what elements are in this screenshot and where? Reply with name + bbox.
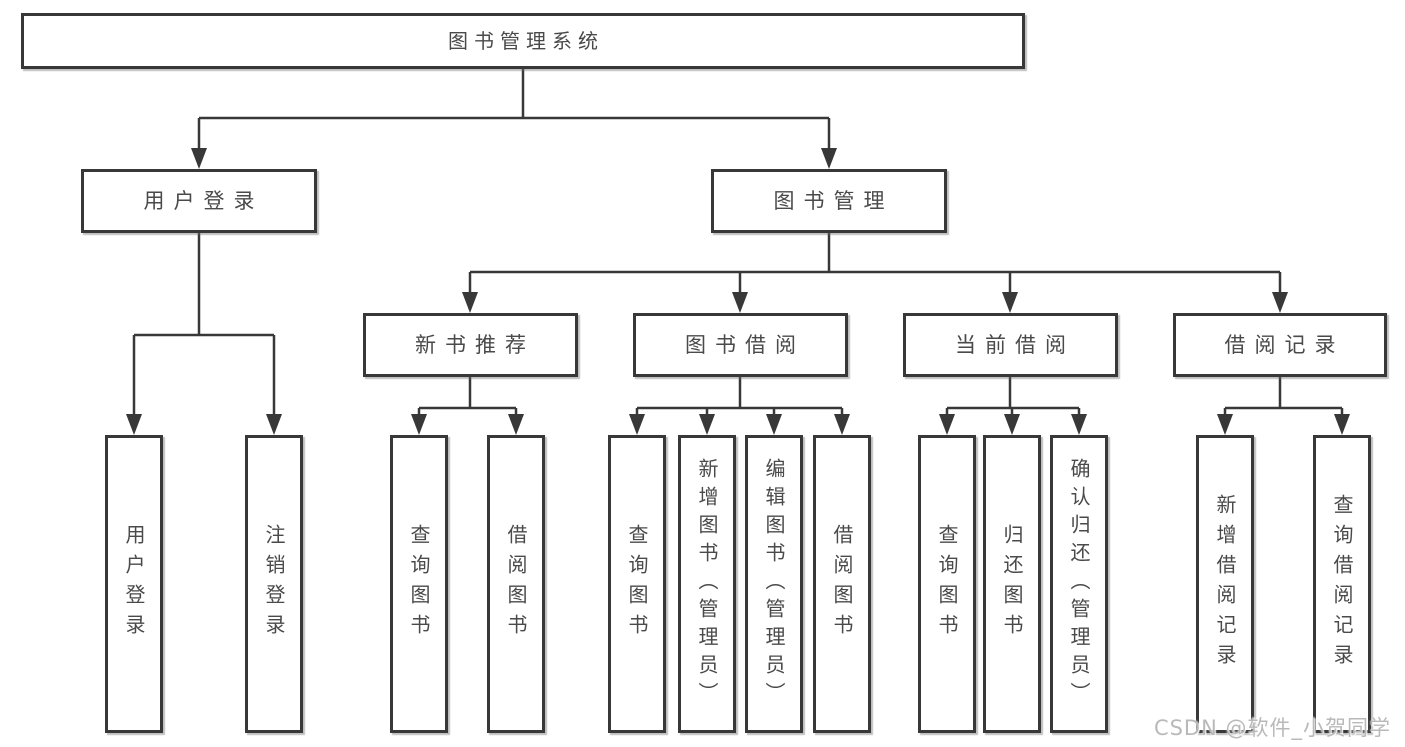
leaf-add-book-admin: 新增图书（管理员） — [678, 435, 736, 733]
leaf-logout-label: 注销登录 — [262, 524, 286, 644]
leaf-search-book-current-label: 查询图书 — [935, 524, 959, 644]
leaf-return-book: 归还图书 — [983, 435, 1041, 733]
leaf-borrow-book-recommend: 借阅图书 — [487, 435, 545, 733]
leaf-search-book-borrow-label: 查询图书 — [625, 524, 649, 644]
node-book-management: 图书管理 — [711, 169, 947, 233]
leaf-search-borrow-record: 查询借阅记录 — [1313, 435, 1371, 733]
csdn-watermark: CSDN @软件_小贺同学 — [1153, 716, 1391, 740]
leaf-user-login: 用户登录 — [105, 435, 163, 733]
leaf-confirm-return-admin-label: 确认归还（管理员） — [1067, 458, 1091, 710]
leaf-search-book-borrow: 查询图书 — [608, 435, 666, 733]
node-user-login: 用户登录 — [81, 169, 317, 233]
node-current-borrow-label: 当前借阅 — [955, 332, 1075, 357]
node-library-system-label: 图书管理系统 — [448, 29, 604, 53]
node-book-management-label: 图书管理 — [773, 188, 894, 213]
leaf-confirm-return-admin: 确认归还（管理员） — [1050, 435, 1108, 733]
leaf-edit-book-admin: 编辑图书（管理员） — [745, 435, 803, 733]
node-new-book-recommend: 新书推荐 — [363, 313, 578, 377]
leaf-return-book-label: 归还图书 — [1000, 524, 1024, 644]
leaf-search-book-recommend-label: 查询图书 — [407, 524, 431, 644]
leaf-search-book-current: 查询图书 — [918, 435, 976, 733]
leaf-search-book-recommend: 查询图书 — [390, 435, 448, 733]
arrowheads — [126, 148, 1350, 435]
leaf-add-book-admin-label: 新增图书（管理员） — [695, 458, 719, 710]
leaf-user-login-label: 用户登录 — [122, 524, 146, 644]
node-borrow-records: 借阅记录 — [1173, 313, 1387, 377]
node-user-login-label: 用户登录 — [143, 188, 264, 213]
leaf-edit-book-admin-label: 编辑图书（管理员） — [762, 458, 786, 710]
leaf-borrow-book-recommend-label: 借阅图书 — [504, 524, 528, 644]
leaf-search-borrow-record-label: 查询借阅记录 — [1330, 494, 1354, 674]
leaf-borrow-book-label: 借阅图书 — [830, 524, 854, 644]
node-current-borrow: 当前借阅 — [903, 313, 1118, 377]
leaf-add-borrow-record-label: 新增借阅记录 — [1213, 494, 1237, 674]
leaf-add-borrow-record: 新增借阅记录 — [1196, 435, 1254, 733]
node-library-system: 图书管理系统 — [21, 13, 1025, 69]
node-borrow-records-label: 借阅记录 — [1224, 332, 1345, 357]
leaf-borrow-book: 借阅图书 — [813, 435, 871, 733]
leaf-logout: 注销登录 — [245, 435, 303, 733]
node-book-borrow: 图书借阅 — [633, 313, 848, 377]
node-new-book-recommend-label: 新书推荐 — [415, 332, 535, 357]
node-book-borrow-label: 图书借阅 — [685, 332, 805, 357]
